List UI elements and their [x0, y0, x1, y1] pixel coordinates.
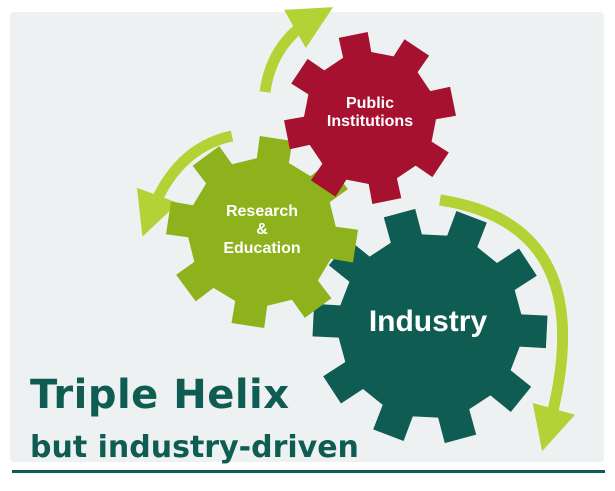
research-label-line1: Research: [225, 203, 299, 220]
research-label-line3: Education: [223, 239, 301, 257]
research-education-label: Research & Education: [206, 203, 318, 258]
slide-subtitle: but industry-driven: [30, 430, 359, 465]
public-institutions-label: Public Institutions: [306, 95, 434, 132]
arrow-to-public: [259, 7, 334, 93]
public-label-line2: Institutions: [326, 113, 414, 131]
slide-title: Triple Helix: [30, 372, 290, 418]
industry-gear: [312, 208, 548, 444]
public-institutions-gear: [284, 32, 456, 204]
research-label-line2: &: [256, 221, 268, 239]
arrow-to-research: [136, 130, 234, 237]
research-education-gear: [166, 136, 358, 328]
public-label-line1: Public: [345, 95, 394, 112]
industry-label: Industry: [368, 305, 488, 338]
arrow-to-industry: [439, 194, 576, 452]
bottom-divider: [12, 470, 605, 473]
